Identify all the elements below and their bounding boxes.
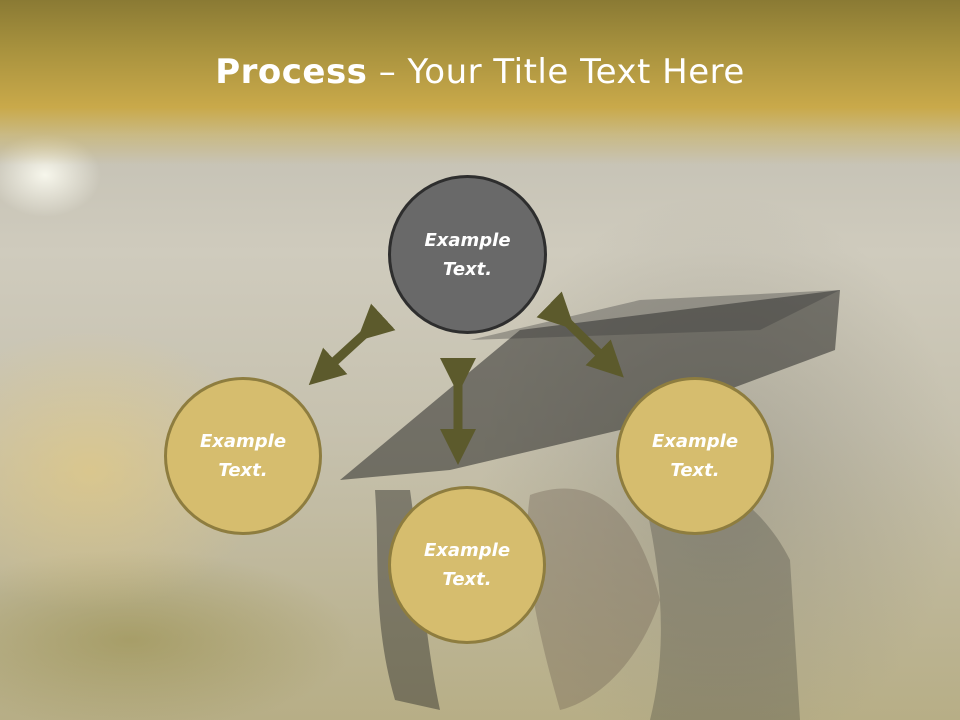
- title-band: [0, 0, 960, 165]
- right-node-line1: Example: [651, 431, 739, 452]
- left-node-line2: Text.: [218, 460, 268, 481]
- left-node-line1: Example: [199, 431, 287, 452]
- arrow-top-left: [308, 303, 396, 386]
- slide-title: Process – Your Title Text Here: [0, 52, 960, 92]
- right-node: Example Text.: [616, 377, 774, 535]
- left-node: Example Text.: [164, 377, 322, 535]
- right-node-line2: Text.: [670, 460, 720, 481]
- bottom-node-line2: Text.: [442, 569, 492, 590]
- title-rest: – Your Title Text Here: [367, 52, 745, 92]
- arrow-top-right: [536, 291, 624, 378]
- bottom-node: Example Text.: [388, 486, 546, 644]
- center-node: Example Text.: [388, 175, 547, 334]
- center-node-line2: Text.: [442, 258, 493, 280]
- center-node-line1: Example: [424, 229, 511, 251]
- title-bold: Process: [215, 52, 368, 92]
- bottom-node-line1: Example: [423, 540, 511, 561]
